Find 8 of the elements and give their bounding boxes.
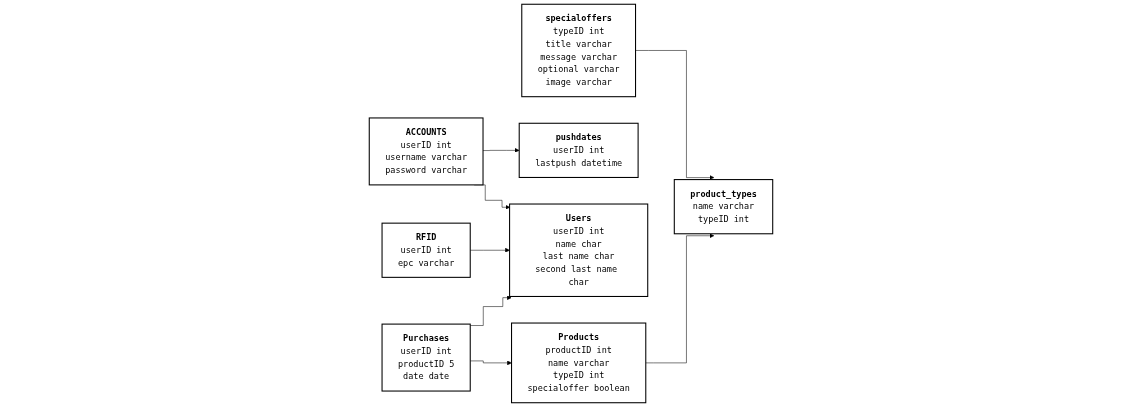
node-box: Users userID int name char last name char second last name char (508, 203, 648, 297)
node-box: Products productID int name varchar typeID int specialoffer boolean (510, 322, 646, 404)
node-box: ACCOUNTS userID int username varchar password varchar (368, 117, 484, 186)
node-box: RFID userID int epc varchar (381, 222, 471, 278)
node-box: Purchases userID int productID 5 date date (381, 323, 471, 392)
node-box: pushdates userID int lastpush datetime (518, 122, 639, 178)
node-box: product_types name varchar typeID int (673, 179, 773, 235)
node-box: specialoffers typeID int title varchar message varchar optional varchar image varchar (520, 3, 636, 98)
